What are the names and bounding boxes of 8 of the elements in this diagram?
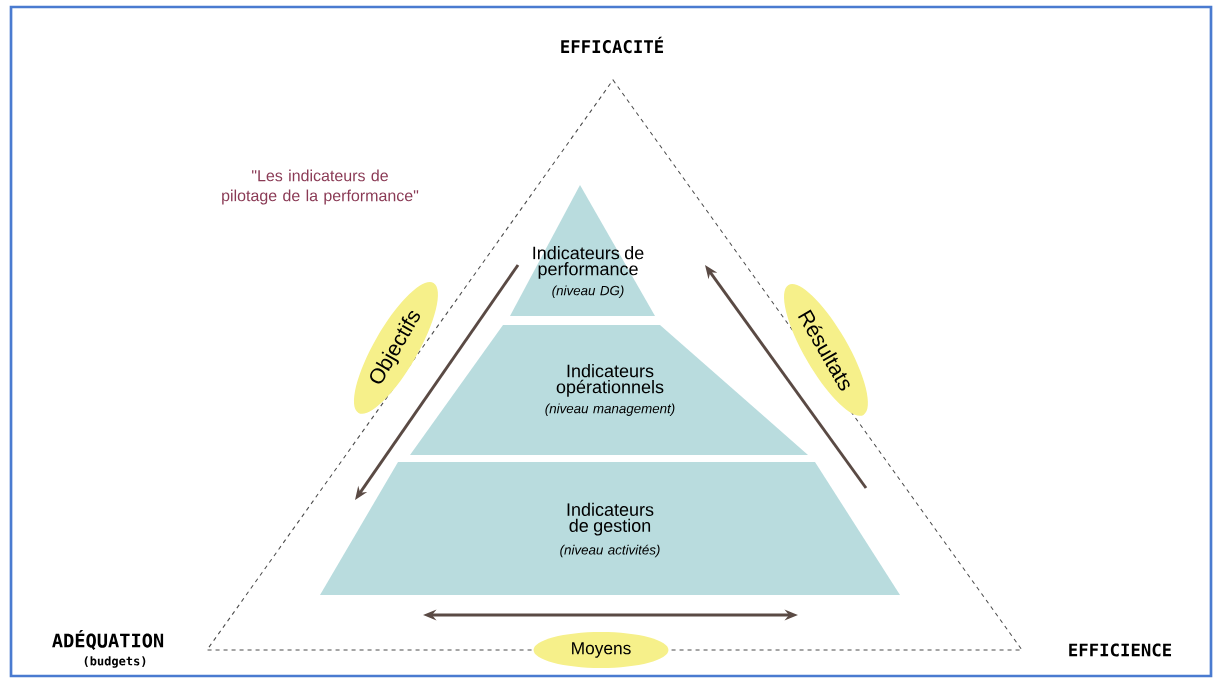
quote-text: "Les indicateurs de pilotage de la performance" xyxy=(222,169,419,205)
corner-label: EFFICACITÉ xyxy=(561,36,663,54)
corner-note: (budgets) xyxy=(84,656,146,668)
pyramid-tier: Indicateurs de performance (niveau DG) xyxy=(510,185,655,316)
pyramid-tier: Indicateurs de gestion (niveau activités) xyxy=(320,462,900,595)
ellipse-label: Moyens xyxy=(533,632,669,668)
corner-label: EFFICIENCE xyxy=(1069,643,1171,657)
corner-label: ADÉQUATION xyxy=(52,630,164,650)
